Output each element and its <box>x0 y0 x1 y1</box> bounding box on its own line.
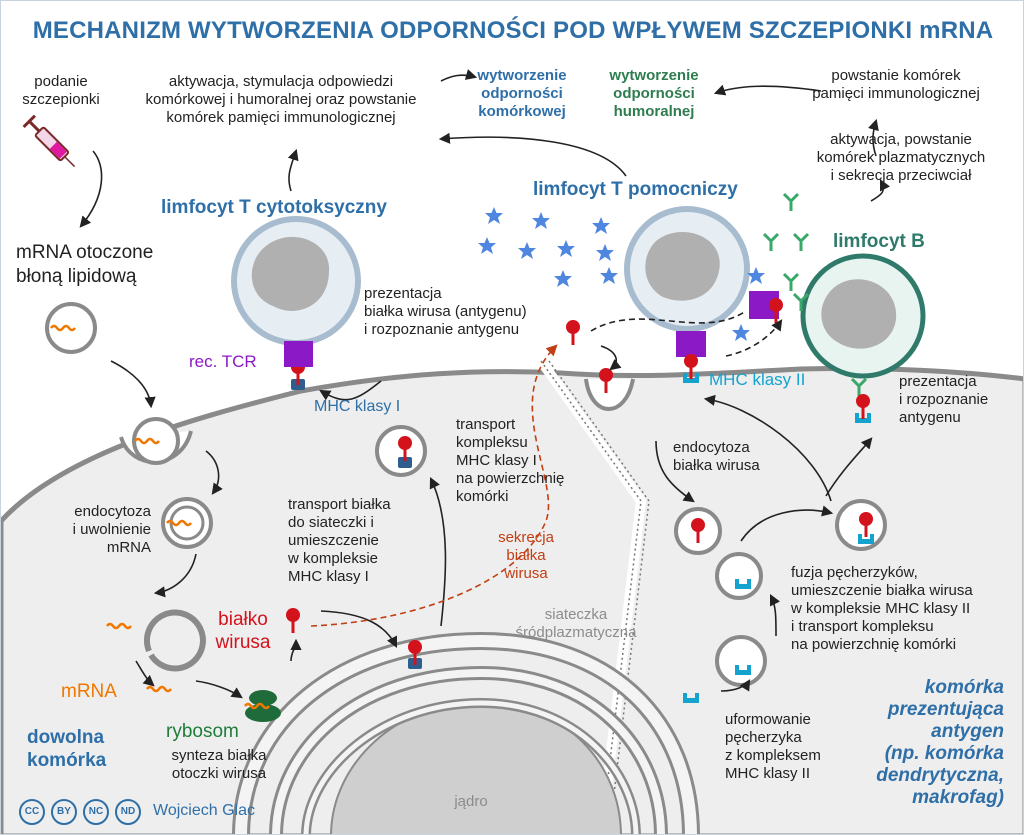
label-siateczka: siateczka śródplazmatyczna <box>515 606 637 641</box>
label-pamiec: powstanie komórek pamięci immunologiczne… <box>812 67 980 102</box>
label-mrna: mRNA <box>61 681 117 702</box>
label-aktywacja-b: aktywacja, powstanie komórek plazmatyczn… <box>816 131 986 184</box>
ribosome-icon <box>243 690 281 722</box>
license-badge-nd: ND <box>115 799 141 825</box>
label-aktywacja-t: aktywacja, stymulacja odpowiedzi komórko… <box>145 73 417 126</box>
label-transport-mhc1: transport kompleksu MHC klasy I na powie… <box>456 416 565 505</box>
endocytic-pit-right <box>584 378 635 411</box>
label-sekrecja: sekrecja białka wirusa <box>498 529 554 582</box>
label-fuzja: fuzja pęcherzyków, umieszczenie białka w… <box>791 564 973 653</box>
lipid-vesicle-pit <box>132 417 180 465</box>
label-jadro: jądro <box>454 793 488 810</box>
apc-vesicle-antigen <box>674 507 722 555</box>
label-transport-bialka: transport białka do siateczki i umieszcz… <box>288 496 391 585</box>
helper-t-cell <box>624 206 750 383</box>
label-odp-komorkowa: wytworzenie odporności komórkowej <box>477 67 567 120</box>
label-odp-humoralna: wytworzenie odporności humoralnej <box>609 67 699 120</box>
label-podanie: podanie szczepionki <box>22 73 100 108</box>
label-mhc2: MHC klasy II <box>709 370 806 389</box>
apc-vesicle-new <box>715 635 767 687</box>
label-endocytoza-wirusa: endocytoza białka wirusa <box>673 439 760 474</box>
label-synteza: synteza białka otoczki wirusa <box>171 747 267 782</box>
label-mhc1: MHC klasy I <box>314 398 401 415</box>
b-cell <box>749 253 926 398</box>
label-dowolna: dowolna komórka <box>27 727 107 771</box>
apc-vesicle-mhc2 <box>715 552 763 600</box>
label-rybosom: rybosom <box>166 721 239 742</box>
author: Wojciech Glac <box>153 802 255 819</box>
apc-vesicle-fused <box>835 499 887 551</box>
label-limfocyt-b: limfocyt B <box>833 231 925 252</box>
page-title: MECHANIZM WYTWORZENIA ODPORNOŚCI POD WPŁ… <box>32 17 994 44</box>
syringe-icon <box>22 114 76 168</box>
secretion-arrow <box>310 344 558 627</box>
label-bialko-wirusa: białko wirusa <box>215 609 271 653</box>
license-badge-cc: CC <box>19 799 45 825</box>
endosome-open <box>105 609 206 672</box>
cytotoxic-t-cell <box>231 216 361 367</box>
label-endocytoza-mrna: endocytoza i uwolnienie mRNA <box>72 503 151 556</box>
label-uformowanie: uformowanie pęcherzyka z kompleksem MHC … <box>725 711 821 782</box>
label-t-pomocniczy: limfocyt T pomocniczy <box>533 179 738 200</box>
label-mrna-lipid: mRNA otoczone błoną lipidową <box>16 242 154 287</box>
label-rec-tcr: rec. TCR <box>189 352 257 371</box>
dashed-arrow <box>590 310 747 332</box>
license-badge-nc: NC <box>83 799 109 825</box>
label-t-cytotoks: limfocyt T cytotoksyczny <box>161 197 387 218</box>
license-badge-by: BY <box>51 799 77 825</box>
mhc1-vesicle <box>375 425 427 477</box>
endosome-double <box>161 497 213 549</box>
label-prezentacja-b: prezentacja i rozpoznanie antygenu <box>899 373 989 426</box>
label-apc: komórka prezentująca antygen (np. komórk… <box>876 677 1004 808</box>
label-prezentacja: prezentacja białka wirusa (antygenu) i r… <box>364 285 527 338</box>
lipid-vesicle-outside <box>45 302 97 354</box>
